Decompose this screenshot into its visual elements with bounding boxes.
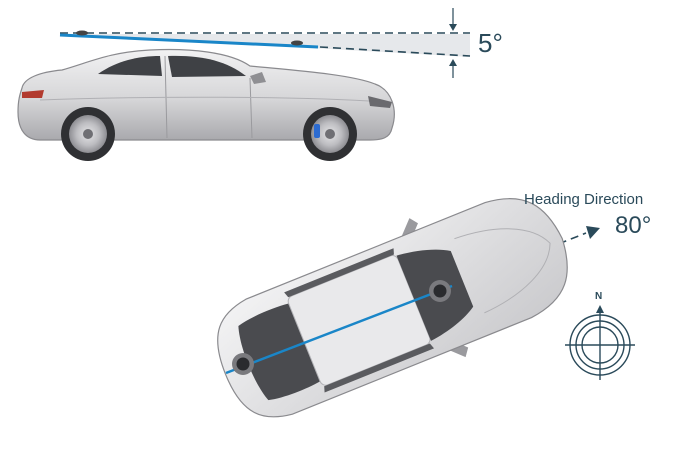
pitch-axis-line (59, 33, 319, 49)
pitch-indicator (59, 8, 471, 78)
side-sensor-rear (291, 40, 303, 46)
side-door-seam-2 (249, 77, 253, 139)
car-side-view (17, 48, 395, 161)
top-sensor-rear (236, 357, 250, 371)
compass-north-arrow-icon (596, 305, 604, 313)
side-mirror (250, 72, 266, 84)
top-side-window-right (324, 343, 435, 393)
heading-axis-line (225, 284, 453, 375)
side-sensor-front (76, 30, 88, 36)
pitch-angle-label: 5° (478, 28, 503, 58)
front-wheel-hub (325, 129, 335, 139)
arrowhead-up-icon (449, 59, 457, 66)
compass-icon (565, 305, 635, 380)
heading-direction-title: Heading Direction (524, 191, 644, 208)
head-light (368, 96, 392, 108)
compass-north-label: N (595, 291, 603, 302)
rear-wheel-hub (83, 129, 93, 139)
arrowhead-down-icon (449, 24, 457, 31)
top-hood-contour (454, 228, 551, 314)
heading-arrowhead-icon (586, 226, 600, 239)
car-top-view (217, 198, 568, 418)
side-front-window (168, 55, 246, 77)
top-side-window-left (284, 248, 394, 298)
side-rear-window (98, 56, 162, 76)
side-shoulder-line (39, 96, 386, 103)
brake-caliper (314, 124, 320, 138)
tail-light (22, 90, 44, 98)
top-sensor-front (433, 284, 447, 298)
heading-angle-label: 80° (615, 212, 652, 239)
